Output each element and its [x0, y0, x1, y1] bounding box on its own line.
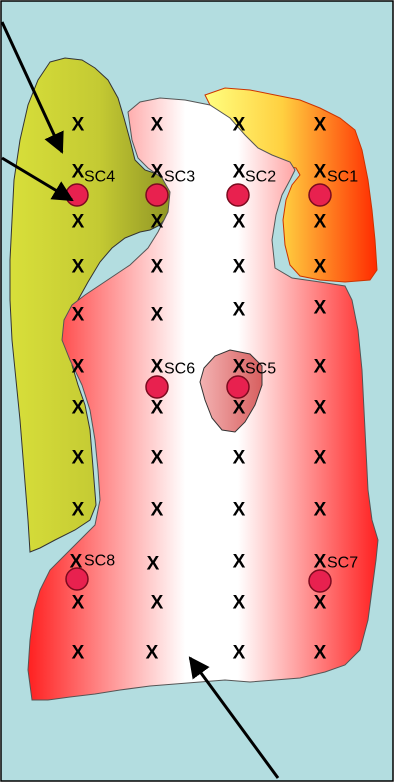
grid-x-mark: X: [314, 398, 327, 419]
grid-x-mark: X: [233, 448, 246, 469]
sample-point-label: SC2: [245, 169, 276, 186]
sample-point-label: SC3: [164, 169, 195, 186]
grid-x-mark: X: [72, 593, 85, 614]
sample-point-marker: [146, 184, 168, 206]
grid-x-mark: X: [72, 115, 85, 136]
sample-point-label: SC8: [84, 553, 115, 570]
grid-x-mark: X: [151, 212, 164, 233]
grid-x-mark: X: [314, 643, 327, 664]
grid-x-mark: X: [314, 593, 327, 614]
grid-x-mark: X: [233, 500, 246, 521]
grid-x-mark: X: [72, 643, 85, 664]
sample-point-marker: [66, 568, 88, 590]
grid-x-mark: X: [72, 212, 85, 233]
sample-point-label: SC5: [245, 361, 276, 378]
grid-x-mark: X: [233, 552, 246, 573]
sample-point-marker: [146, 376, 168, 398]
grid-x-mark: X: [151, 162, 164, 183]
sample-point-label: SC1: [327, 169, 358, 186]
sample-point-marker: [227, 184, 249, 206]
grid-x-mark: X: [72, 448, 85, 469]
grid-x-mark: X: [151, 593, 164, 614]
grid-x-mark: X: [72, 500, 85, 521]
grid-x-mark: X: [151, 305, 164, 326]
grid-x-mark: X: [314, 448, 327, 469]
grid-x-mark: X: [233, 593, 246, 614]
grid-x-mark: X: [233, 212, 246, 233]
grid-x-mark: X: [233, 162, 246, 183]
grid-x-mark: X: [314, 257, 327, 278]
sample-point-label: SC6: [164, 361, 195, 378]
grid-x-mark: X: [72, 162, 85, 183]
sample-point-label: SC4: [84, 169, 115, 186]
grid-x-mark: X: [233, 357, 246, 378]
grid-x-mark: X: [72, 357, 85, 378]
grid-x-mark: X: [72, 305, 85, 326]
grid-x-mark: X: [151, 448, 164, 469]
grid-x-mark: X: [314, 115, 327, 136]
sample-point-marker: [309, 570, 331, 592]
sample-point-label: SC7: [327, 555, 358, 572]
grid-x-mark: X: [314, 162, 327, 183]
grid-x-mark: X: [233, 300, 246, 321]
sample-point-marker: [309, 184, 331, 206]
grid-x-mark: X: [233, 257, 246, 278]
grid-x-mark: X: [146, 643, 159, 664]
grid-x-mark: X: [233, 643, 246, 664]
grid-x-mark: X: [314, 298, 327, 319]
grid-x-mark: X: [151, 257, 164, 278]
grid-x-mark: X: [151, 500, 164, 521]
grid-x-mark: X: [233, 398, 246, 419]
grid-x-mark: X: [233, 115, 246, 136]
grid-x-mark: X: [151, 357, 164, 378]
grid-x-mark: X: [314, 500, 327, 521]
sample-point-marker: [227, 376, 249, 398]
grid-x-mark: X: [72, 257, 85, 278]
grid-x-mark: X: [151, 398, 164, 419]
sample-point-marker: [66, 184, 88, 206]
grid-x-mark: X: [314, 212, 327, 233]
grid-x-mark: X: [151, 115, 164, 136]
grid-x-mark: X: [314, 357, 327, 378]
grid-x-mark: X: [147, 554, 160, 575]
grid-x-mark: X: [72, 398, 85, 419]
